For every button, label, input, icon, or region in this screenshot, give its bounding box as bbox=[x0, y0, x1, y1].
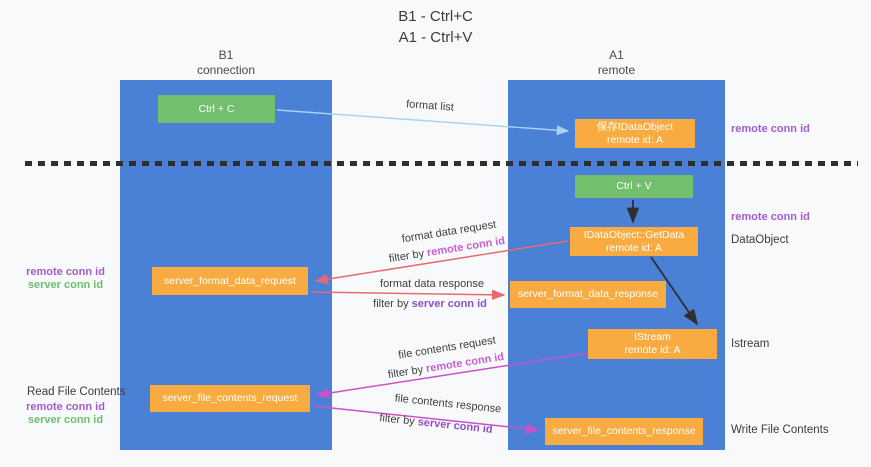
getdata-line1: IDataObject::GetData bbox=[583, 228, 685, 241]
format-list-label: format list bbox=[405, 98, 455, 114]
lane-b1-name: B1 bbox=[218, 48, 234, 62]
title-line-1: B1 - Ctrl+C bbox=[398, 8, 473, 25]
lane-a1-name: A1 bbox=[609, 48, 624, 62]
lane-header-b1: B1 connection bbox=[120, 48, 332, 78]
filter-by-text: filter by bbox=[378, 412, 419, 429]
format-response-label: server_format_data_response bbox=[517, 288, 659, 300]
left-server-conn-id-bottom: server conn id bbox=[27, 414, 104, 426]
server-conn-id-text: server conn id bbox=[417, 416, 494, 436]
write-file-contents-label: Write File Contents bbox=[731, 424, 829, 436]
filter-by-text: filter by bbox=[387, 363, 428, 382]
save-idataobject-line2: remote id: A bbox=[606, 133, 664, 146]
left-server-conn-id-top: server conn id bbox=[27, 279, 104, 291]
file-contents-response-label: file contents response bbox=[394, 392, 502, 416]
left-conn-id-pair-bottom: remote conn id server conn id bbox=[18, 401, 113, 427]
server-format-data-request-box: server_format_data_request bbox=[152, 267, 308, 295]
filter-by-server-conn-id-label-1: filter by server conn id bbox=[373, 298, 487, 310]
server-format-data-response-box: server_format_data_response bbox=[510, 281, 666, 308]
diagram-title: B1 - Ctrl+C A1 - Ctrl+V bbox=[0, 6, 871, 48]
save-idataobject-line1: 保存IDataObject bbox=[596, 120, 674, 133]
istream-line2: remote id: A bbox=[624, 344, 681, 356]
lane-a1-role: remote bbox=[597, 63, 636, 77]
right-remote-conn-id-mid: remote conn id bbox=[731, 211, 810, 223]
right-dataobject-label: DataObject bbox=[731, 234, 789, 246]
format-data-response-label: format data response bbox=[380, 278, 484, 290]
title-line-2: A1 - Ctrl+V bbox=[398, 29, 473, 46]
idataobject-getdata-box: IDataObject::GetData remote id: A bbox=[570, 227, 698, 256]
lane-header-a1: A1 remote bbox=[508, 48, 725, 78]
left-conn-id-pair-top: remote conn id server conn id bbox=[18, 266, 113, 292]
file-request-label: server_file_contents_request bbox=[162, 392, 298, 404]
ctrl-c-label: Ctrl + C bbox=[198, 102, 235, 115]
istream-line1: IStream bbox=[634, 331, 671, 343]
server-conn-id-text: server conn id bbox=[411, 298, 487, 310]
read-file-contents-label: Read File Contents bbox=[27, 386, 126, 398]
filter-by-text: filter by bbox=[373, 298, 412, 310]
lane-b1-role: connection bbox=[196, 63, 256, 77]
left-remote-conn-id-top: remote conn id bbox=[26, 266, 105, 278]
dashed-divider bbox=[25, 161, 858, 166]
right-istream-label: Istream bbox=[731, 338, 770, 350]
format-request-label: server_format_data_request bbox=[164, 274, 296, 287]
arrow-format-data-response bbox=[310, 289, 506, 301]
istream-box: IStream remote id: A bbox=[588, 329, 717, 359]
file-response-label: server_file_contents_response bbox=[552, 425, 696, 437]
right-remote-conn-id-top: remote conn id bbox=[731, 123, 810, 135]
getdata-line2: remote id: A bbox=[605, 241, 663, 254]
save-idataobject-box: 保存IDataObject remote id: A bbox=[575, 119, 695, 148]
ctrl-v-label: Ctrl + V bbox=[616, 180, 652, 192]
filter-by-text: filter by bbox=[388, 247, 429, 266]
server-file-contents-request-box: server_file_contents_request bbox=[150, 385, 310, 412]
server-file-contents-response-box: server_file_contents_response bbox=[545, 418, 703, 445]
ctrl-v-box: Ctrl + V bbox=[575, 175, 693, 198]
left-remote-conn-id-bottom: remote conn id bbox=[26, 401, 105, 413]
ctrl-c-box: Ctrl + C bbox=[158, 95, 275, 123]
filter-by-server-conn-id-label-2: filter by server conn id bbox=[379, 412, 493, 436]
